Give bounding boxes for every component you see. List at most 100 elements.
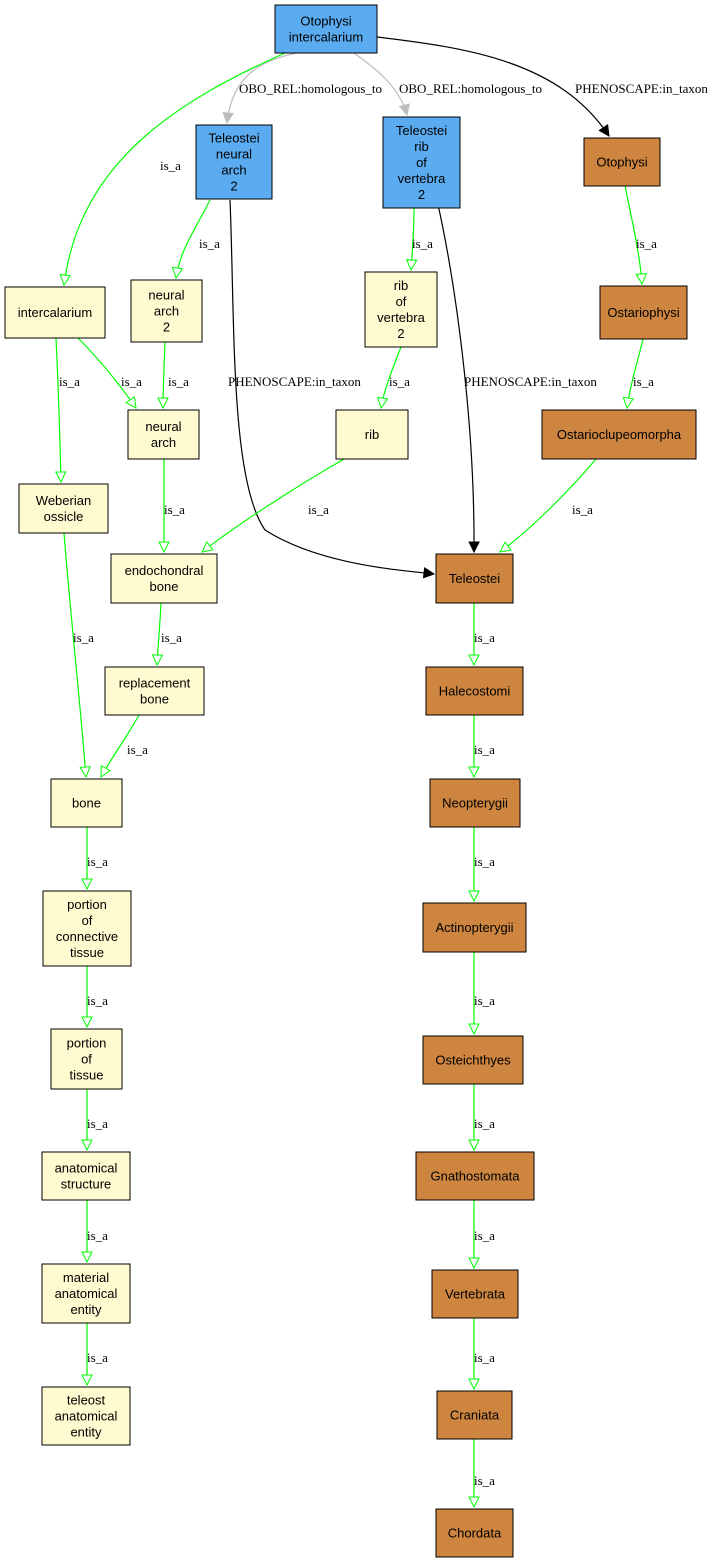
edge-replacement-bone-to-bone-label: is_a [127,742,148,757]
node-label-line: of [396,294,407,309]
node-label-line: intercalarium [18,305,92,320]
edge-material-anatomical-entity-to-teleost-anatomical-entity-label: is_a [87,1350,108,1365]
edge-endochondral-bone-to-replacement-bone [157,602,161,665]
node-label-line: bone [150,579,179,594]
edge-endochondral-bone-to-replacement-bone-label: is_a [161,630,182,645]
node-label-line: entity [70,1425,102,1440]
node-label-line: vertebra [377,310,425,325]
edge-neural-arch-2-to-neural-arch-label: is_a [168,374,189,389]
edge-homologous-rib-of-vertebra-label: OBO_REL:homologous_to [399,81,542,96]
edge-ostariophysi-to-ostarioclupeomorpha [627,338,644,408]
edge-in-taxon-otophysi [376,36,609,136]
node-label-line: arch [154,304,179,319]
node-box [431,1269,519,1319]
edge-weberian-ossicle-to-bone [63,532,86,777]
node-label-line: ossicle [44,509,84,524]
edge-homologous-rib-of-vertebra [353,52,407,115]
node-box [335,409,409,460]
edge-in-taxon-rib-of-vertebra-2-label: PHENOSCAPE:in_taxon [464,374,597,389]
node-box [274,4,378,54]
node-label-line: rib [414,139,428,154]
edge-ostariophysi-isa [624,185,642,284]
node-label-line: tissue [70,1068,104,1083]
node-label-line: Ostarioclupeomorpha [557,427,682,442]
edge-rib-of-vertebra-2-to-rib-label: is_a [389,374,410,389]
edge-in-taxon-otophysi-label: PHENOSCAPE:in_taxon [575,81,708,96]
node-bone: bone [50,778,123,828]
edge-replacement-bone-to-bone [100,714,140,777]
node-intercalarium: intercalarium [4,286,106,339]
edge-ostariophysi-to-ostarioclupeomorpha-label: is_a [633,374,654,389]
node-box [425,666,524,716]
node-box [41,1386,131,1446]
edge-portion-of-tissue-to-anatomical-structure-label: is_a [87,1116,108,1131]
node-rib: rib [335,409,409,460]
node-label-line: intercalarium [289,30,363,45]
node-box [41,1263,131,1324]
node-label-line: connective [56,929,118,944]
edge-intercalarium-isa [64,52,286,285]
node-box [130,279,203,343]
node-label-line: portion [67,1036,107,1051]
node-craniata: Craniata [436,1390,513,1440]
edge-intercalarium-to-weberian-ossicle [56,337,61,482]
edge-in-taxon-neural-arch-2-label: PHENOSCAPE:in_taxon [228,374,361,389]
edge-halecostomi-to-neopterygii-label: is_a [474,742,495,757]
node-box [110,553,218,604]
node-label-line: Teleostei [396,123,447,138]
edge-homologous-neural-arch-label: OBO_REL:homologous_to [239,81,382,96]
edge-in-taxon-neural-arch-2 [229,199,434,574]
edge-in-taxon-rib-of-vertebra-2 [436,199,474,552]
edge-neural-arch-2-isa [176,199,211,278]
node-box [50,1028,123,1090]
edge-neural-arch-2-isa-label: is_a [199,236,220,251]
node-ostarioclupeomorpha: Ostarioclupeomorpha [541,409,697,460]
edge-intercalarium-to-neural-arch-label: is_a [121,374,142,389]
node-box [415,1151,535,1201]
node-label-line: Neopterygii [442,796,508,811]
edge-craniata-to-chordata-label: is_a [474,1473,495,1488]
node-label-line: anatomical [55,1286,118,1301]
node-halecostomi: Halecostomi [425,666,524,716]
edge-neural-arch-2-to-neural-arch [163,341,165,408]
node-teleostei: Teleostei [435,553,514,604]
node-label-line: Ostariophysi [607,305,679,320]
node-label-line: 2 [418,187,425,202]
edge-rib-of-vertebra-2-isa [411,207,414,270]
edge-vertebrata-to-craniata-label: is_a [474,1350,495,1365]
edge-actinopterygii-to-osteichthyes-label: is_a [474,993,495,1008]
node-label-line: Teleostei [208,131,259,146]
node-label-line: of [82,913,93,928]
node-label-line: material [63,1270,109,1285]
edge-ostarioclupeomorpha-to-teleostei-label: is_a [572,502,593,517]
node-label-line: Weberian [36,493,91,508]
node-label-line: Otophysi [596,155,647,170]
node-box [435,553,514,604]
node-label-line: Otophysi [300,14,351,29]
edge-intercalarium-isa-label: is_a [160,158,181,173]
edge-weberian-ossicle-to-bone-label: is_a [73,630,94,645]
node-label-line: Osteichthyes [435,1053,511,1068]
node-label-line: anatomical [55,1409,118,1424]
node-label-line: Actinopterygii [435,920,513,935]
node-actinopterygii: Actinopterygii [422,902,527,953]
edge-rib-of-vertebra-2-isa-label: is_a [412,236,433,251]
node-box [422,902,527,953]
node-box [127,409,200,460]
node-label-line: of [81,1052,92,1067]
node-box [42,890,132,967]
node-otophysi: Otophysi [583,137,661,187]
edge-rib-of-vertebra-2-to-rib [381,346,402,408]
node-label-line: structure [61,1177,112,1192]
node-label-line: replacement [119,676,191,691]
node-box [436,1390,513,1440]
node-vertebrata: Vertebrata [431,1269,519,1319]
node-label-line: anatomical [55,1161,118,1176]
node-box [364,271,438,348]
